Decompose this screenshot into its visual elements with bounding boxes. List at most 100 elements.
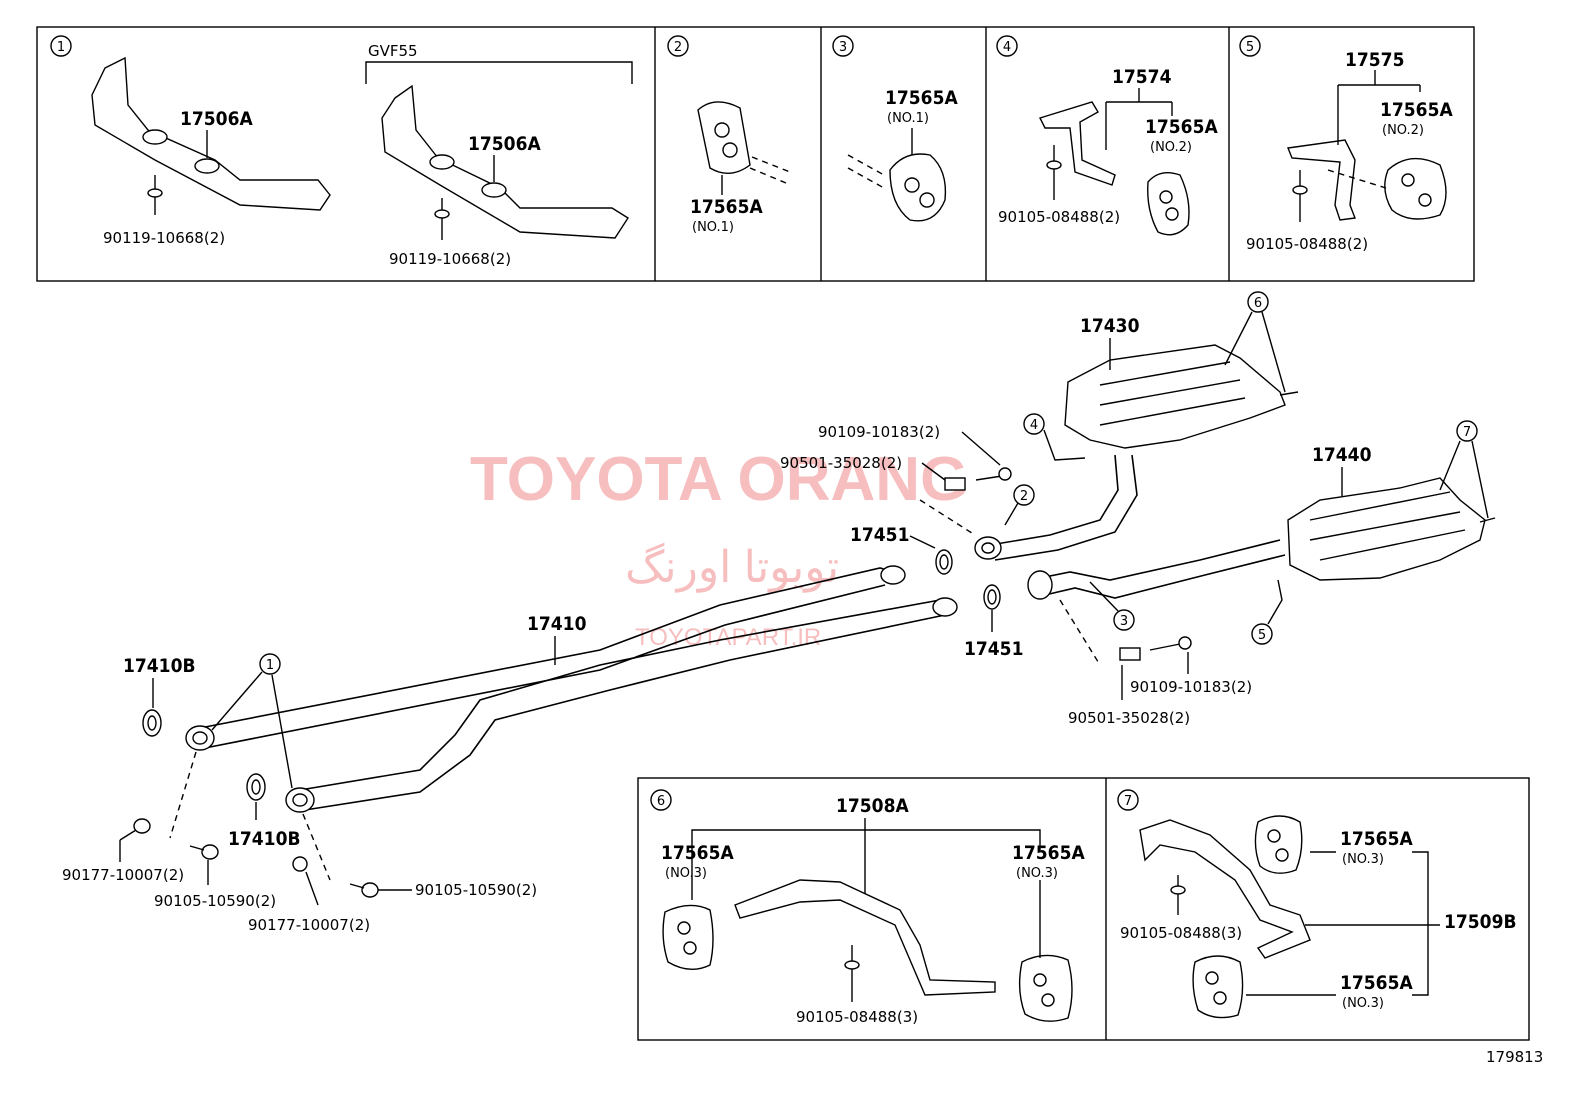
svg-text:90501-35028(2): 90501-35028(2) <box>1068 709 1190 727</box>
gaskets-17410B: 17410B 17410B <box>123 655 301 850</box>
svg-text:(NO.1): (NO.1) <box>887 111 929 126</box>
svg-text:17575: 17575 <box>1345 49 1404 71</box>
svg-text:3: 3 <box>1120 614 1128 629</box>
svg-text:17440: 17440 <box>1312 444 1372 466</box>
spring-icon <box>944 477 966 491</box>
bracket-17506A-icon <box>91 56 331 211</box>
bolt-icon <box>1170 885 1186 895</box>
svg-text:4: 4 <box>1003 40 1011 55</box>
svg-text:90109-10183(2): 90109-10183(2) <box>1130 678 1252 696</box>
svg-text:17430: 17430 <box>1080 315 1140 337</box>
svg-text:17508A: 17508A <box>836 795 909 817</box>
bolt-90119-b: 90119-10668(2) <box>389 250 511 268</box>
svg-text:17565A: 17565A <box>1145 116 1218 138</box>
bracket-17574-icon <box>1039 101 1116 186</box>
svg-text:2: 2 <box>674 40 682 55</box>
muffler-icon <box>1287 477 1486 581</box>
part-17506A-b: 17506A <box>468 133 541 155</box>
svg-text:90177-10007(2): 90177-10007(2) <box>62 866 184 884</box>
panel-6: 6 17508A 17565A (NO.3) 17565A (NO.3) 901… <box>650 789 1085 1026</box>
svg-text:90105-08488(3): 90105-08488(3) <box>1120 924 1242 942</box>
svg-text:2: 2 <box>1020 489 1028 504</box>
svg-text:17574: 17574 <box>1112 66 1172 88</box>
front-pipe-17410: 17410 <box>185 565 958 813</box>
panel-4: 4 17574 17565A (NO.2) 90105-08488(2) <box>996 35 1218 236</box>
svg-text:17565A: 17565A <box>1340 972 1413 994</box>
svg-text:17509B: 17509B <box>1444 911 1517 933</box>
panel-3: 3 17565A (NO.1) <box>832 35 958 222</box>
callout-1: 1 <box>211 653 293 789</box>
flange-icon <box>1027 570 1053 600</box>
watermark-persian: تویوتا اورنگ <box>625 542 839 593</box>
svg-text:90105-10590(2): 90105-10590(2) <box>415 881 537 899</box>
svg-text:17565A: 17565A <box>1012 842 1085 864</box>
svg-text:17565A: 17565A <box>1380 99 1453 121</box>
flange-icon <box>285 787 315 813</box>
bracket-17575-icon <box>1287 139 1356 221</box>
hanger-rubber-icon <box>1384 157 1447 220</box>
hanger-rubber-icon <box>1018 954 1073 1022</box>
nut-icon <box>292 856 308 872</box>
svg-text:4: 4 <box>1030 418 1038 433</box>
svg-text:17565A: 17565A <box>690 196 763 218</box>
variant-label: GVF55 <box>368 42 418 60</box>
bracket-17509B-icon <box>1139 819 1311 959</box>
svg-text:(NO.2): (NO.2) <box>1150 140 1192 155</box>
spring-icon <box>1119 647 1141 661</box>
diagram-id: 179813 <box>1486 1048 1543 1066</box>
svg-text:17565A: 17565A <box>885 87 958 109</box>
gasket-icon <box>246 773 266 801</box>
part-17410B-b: 17410B <box>228 828 301 850</box>
svg-text:3: 3 <box>839 40 847 55</box>
svg-text:90105-08488(2): 90105-08488(2) <box>998 208 1120 226</box>
gaskets-17451: 17451 17451 <box>850 524 1023 660</box>
flange-icon <box>185 725 215 751</box>
svg-text:(NO.3): (NO.3) <box>665 866 707 881</box>
svg-text:6: 6 <box>657 794 665 809</box>
svg-text:90177-10007(2): 90177-10007(2) <box>248 916 370 934</box>
bolt-90119-a: 90119-10668(2) <box>103 229 225 247</box>
svg-text:7: 7 <box>1124 794 1132 809</box>
svg-text:90109-10183(2): 90109-10183(2) <box>818 423 940 441</box>
svg-text:7: 7 <box>1463 425 1471 440</box>
bolt-icon <box>147 188 163 198</box>
svg-text:17565A: 17565A <box>1340 828 1413 850</box>
nut-icon <box>133 818 151 834</box>
panel-1: 1 GVF55 17506A 90119-10668(2) 17506A 901… <box>50 35 633 268</box>
svg-text:(NO.3): (NO.3) <box>1342 996 1384 1011</box>
part-17410B-a: 17410B <box>123 655 196 677</box>
bolt-icon <box>1292 185 1308 195</box>
front-fasteners: 90177-10007(2) 90105-10590(2) 90105-1059… <box>62 751 537 934</box>
watermark: TOYOTA ORANG تویوتا اورنگ TOYOTAPART.IR <box>470 445 968 651</box>
bolt-icon <box>361 882 379 898</box>
svg-text:17451: 17451 <box>964 638 1023 660</box>
hanger-rubber-icon <box>1147 172 1190 236</box>
bracket-17508A-icon <box>734 879 996 996</box>
hanger-rubber-icon <box>662 904 714 970</box>
bolt-icon <box>1046 160 1062 170</box>
bolt-icon <box>1178 636 1192 650</box>
muffler-icon <box>1064 344 1286 449</box>
top-panels-frame <box>36 26 1475 282</box>
flange-icon <box>974 536 1002 560</box>
hanger-rubber-icon <box>1192 955 1244 1019</box>
panel-5: 5 17575 17565A (NO.2) 90105-08488(2) <box>1239 35 1453 253</box>
gasket-icon <box>935 549 953 575</box>
bolt-icon <box>201 844 219 860</box>
svg-text:(NO.3): (NO.3) <box>1016 866 1058 881</box>
gasket-icon <box>142 709 162 737</box>
svg-text:5: 5 <box>1246 40 1254 55</box>
panel-2: 2 17565A (NO.1) <box>667 35 791 235</box>
svg-text:90105-08488(2): 90105-08488(2) <box>1246 235 1368 253</box>
hanger-rubber-icon <box>1254 815 1303 874</box>
svg-text:(NO.1): (NO.1) <box>692 220 734 235</box>
svg-text:17451: 17451 <box>850 524 909 546</box>
center-pipe-upper: 2 <box>974 454 1138 561</box>
bolt-icon <box>844 960 860 970</box>
upper-bolt-group: 90109-10183(2) 90501-35028(2) <box>780 423 1012 536</box>
gasket-icon <box>983 584 1001 610</box>
lower-bolt-group: 90109-10183(2) 90501-35028(2) <box>1068 636 1252 727</box>
panel-1-number: 1 <box>57 40 65 55</box>
svg-text:(NO.2): (NO.2) <box>1382 123 1424 138</box>
